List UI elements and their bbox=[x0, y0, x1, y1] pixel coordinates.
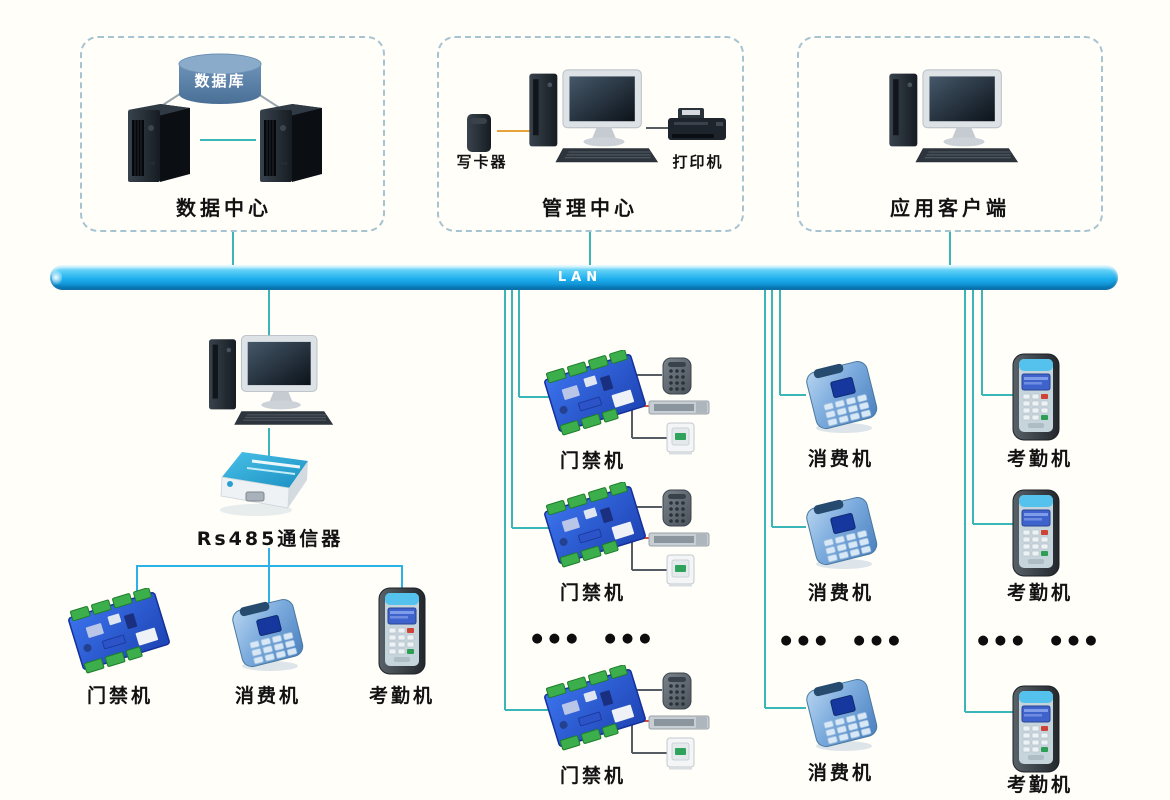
att-ellipsis: ●●● ●●● bbox=[977, 633, 1103, 648]
workstation-icon bbox=[880, 66, 1020, 169]
management-center-zone-box bbox=[437, 36, 744, 232]
pos-terminal-icon bbox=[224, 596, 312, 674]
workstation-icon bbox=[200, 332, 335, 431]
exit-button-icon bbox=[665, 737, 696, 770]
server-icon bbox=[120, 96, 198, 186]
local-pos-label: 消费机 bbox=[234, 685, 301, 707]
access-controller-icon bbox=[64, 588, 174, 674]
card-writer-icon bbox=[464, 112, 494, 154]
pos-label-3: 消费机 bbox=[807, 762, 874, 784]
lan-label: LAN bbox=[557, 270, 603, 285]
att-label-2: 考勤机 bbox=[1006, 582, 1073, 604]
door-label-2: 门禁机 bbox=[559, 582, 626, 604]
local-att-label: 考勤机 bbox=[368, 685, 435, 707]
printer-icon bbox=[666, 104, 728, 146]
pos-terminal-icon bbox=[798, 676, 886, 754]
pos-column-wires bbox=[764, 289, 806, 709]
local-door-label: 门禁机 bbox=[86, 685, 153, 707]
attendance-terminal-icon bbox=[1008, 488, 1064, 580]
maglock-icon bbox=[648, 529, 710, 549]
pos-label-2: 消费机 bbox=[807, 582, 874, 604]
app-client-zone-box bbox=[797, 36, 1103, 232]
workstation-icon bbox=[520, 66, 660, 169]
card-reader-icon bbox=[660, 356, 694, 396]
exit-button-icon bbox=[665, 554, 696, 587]
card-reader-icon bbox=[660, 671, 694, 711]
maglock-icon bbox=[648, 712, 710, 732]
rs485-label: Rs485通信器 bbox=[196, 528, 344, 550]
pos-terminal-icon bbox=[798, 494, 886, 572]
maglock-icon bbox=[648, 397, 710, 417]
door-label-3: 门禁机 bbox=[559, 765, 626, 787]
attendance-terminal-icon bbox=[374, 586, 430, 678]
lan-bus-bar bbox=[50, 265, 1118, 290]
rs485-converter-icon bbox=[216, 448, 322, 522]
att-column-wires bbox=[964, 289, 1014, 713]
door-column-wires bbox=[504, 289, 552, 711]
data-center-title: 数据中心 bbox=[176, 196, 272, 220]
attendance-terminal-icon bbox=[1008, 684, 1064, 776]
card-reader-icon bbox=[660, 488, 694, 528]
access-controller-icon bbox=[540, 665, 650, 751]
exit-button-icon bbox=[665, 422, 696, 455]
access-controller-icon bbox=[540, 482, 650, 568]
printer-label: 打印机 bbox=[672, 153, 724, 171]
pos-label-1: 消费机 bbox=[807, 448, 874, 470]
attendance-terminal-icon bbox=[1008, 352, 1064, 444]
access-controller-icon bbox=[540, 350, 650, 436]
card-writer-label: 写卡器 bbox=[456, 153, 508, 171]
door-label-1: 门禁机 bbox=[559, 450, 626, 472]
database-label: 数据库 bbox=[194, 72, 246, 90]
att-label-1: 考勤机 bbox=[1006, 448, 1073, 470]
pos-ellipsis: ●●● ●●● bbox=[780, 633, 906, 648]
pos-terminal-icon bbox=[798, 358, 886, 436]
door-ellipsis: ●●● ●●● bbox=[531, 631, 657, 646]
att-label-3: 考勤机 bbox=[1006, 774, 1073, 796]
server-icon bbox=[252, 96, 330, 186]
app-client-title: 应用客户端 bbox=[890, 196, 1010, 220]
management-center-title: 管理中心 bbox=[542, 196, 638, 220]
data-center-zone-box bbox=[80, 36, 385, 232]
zone-to-lan-wires bbox=[232, 232, 951, 266]
